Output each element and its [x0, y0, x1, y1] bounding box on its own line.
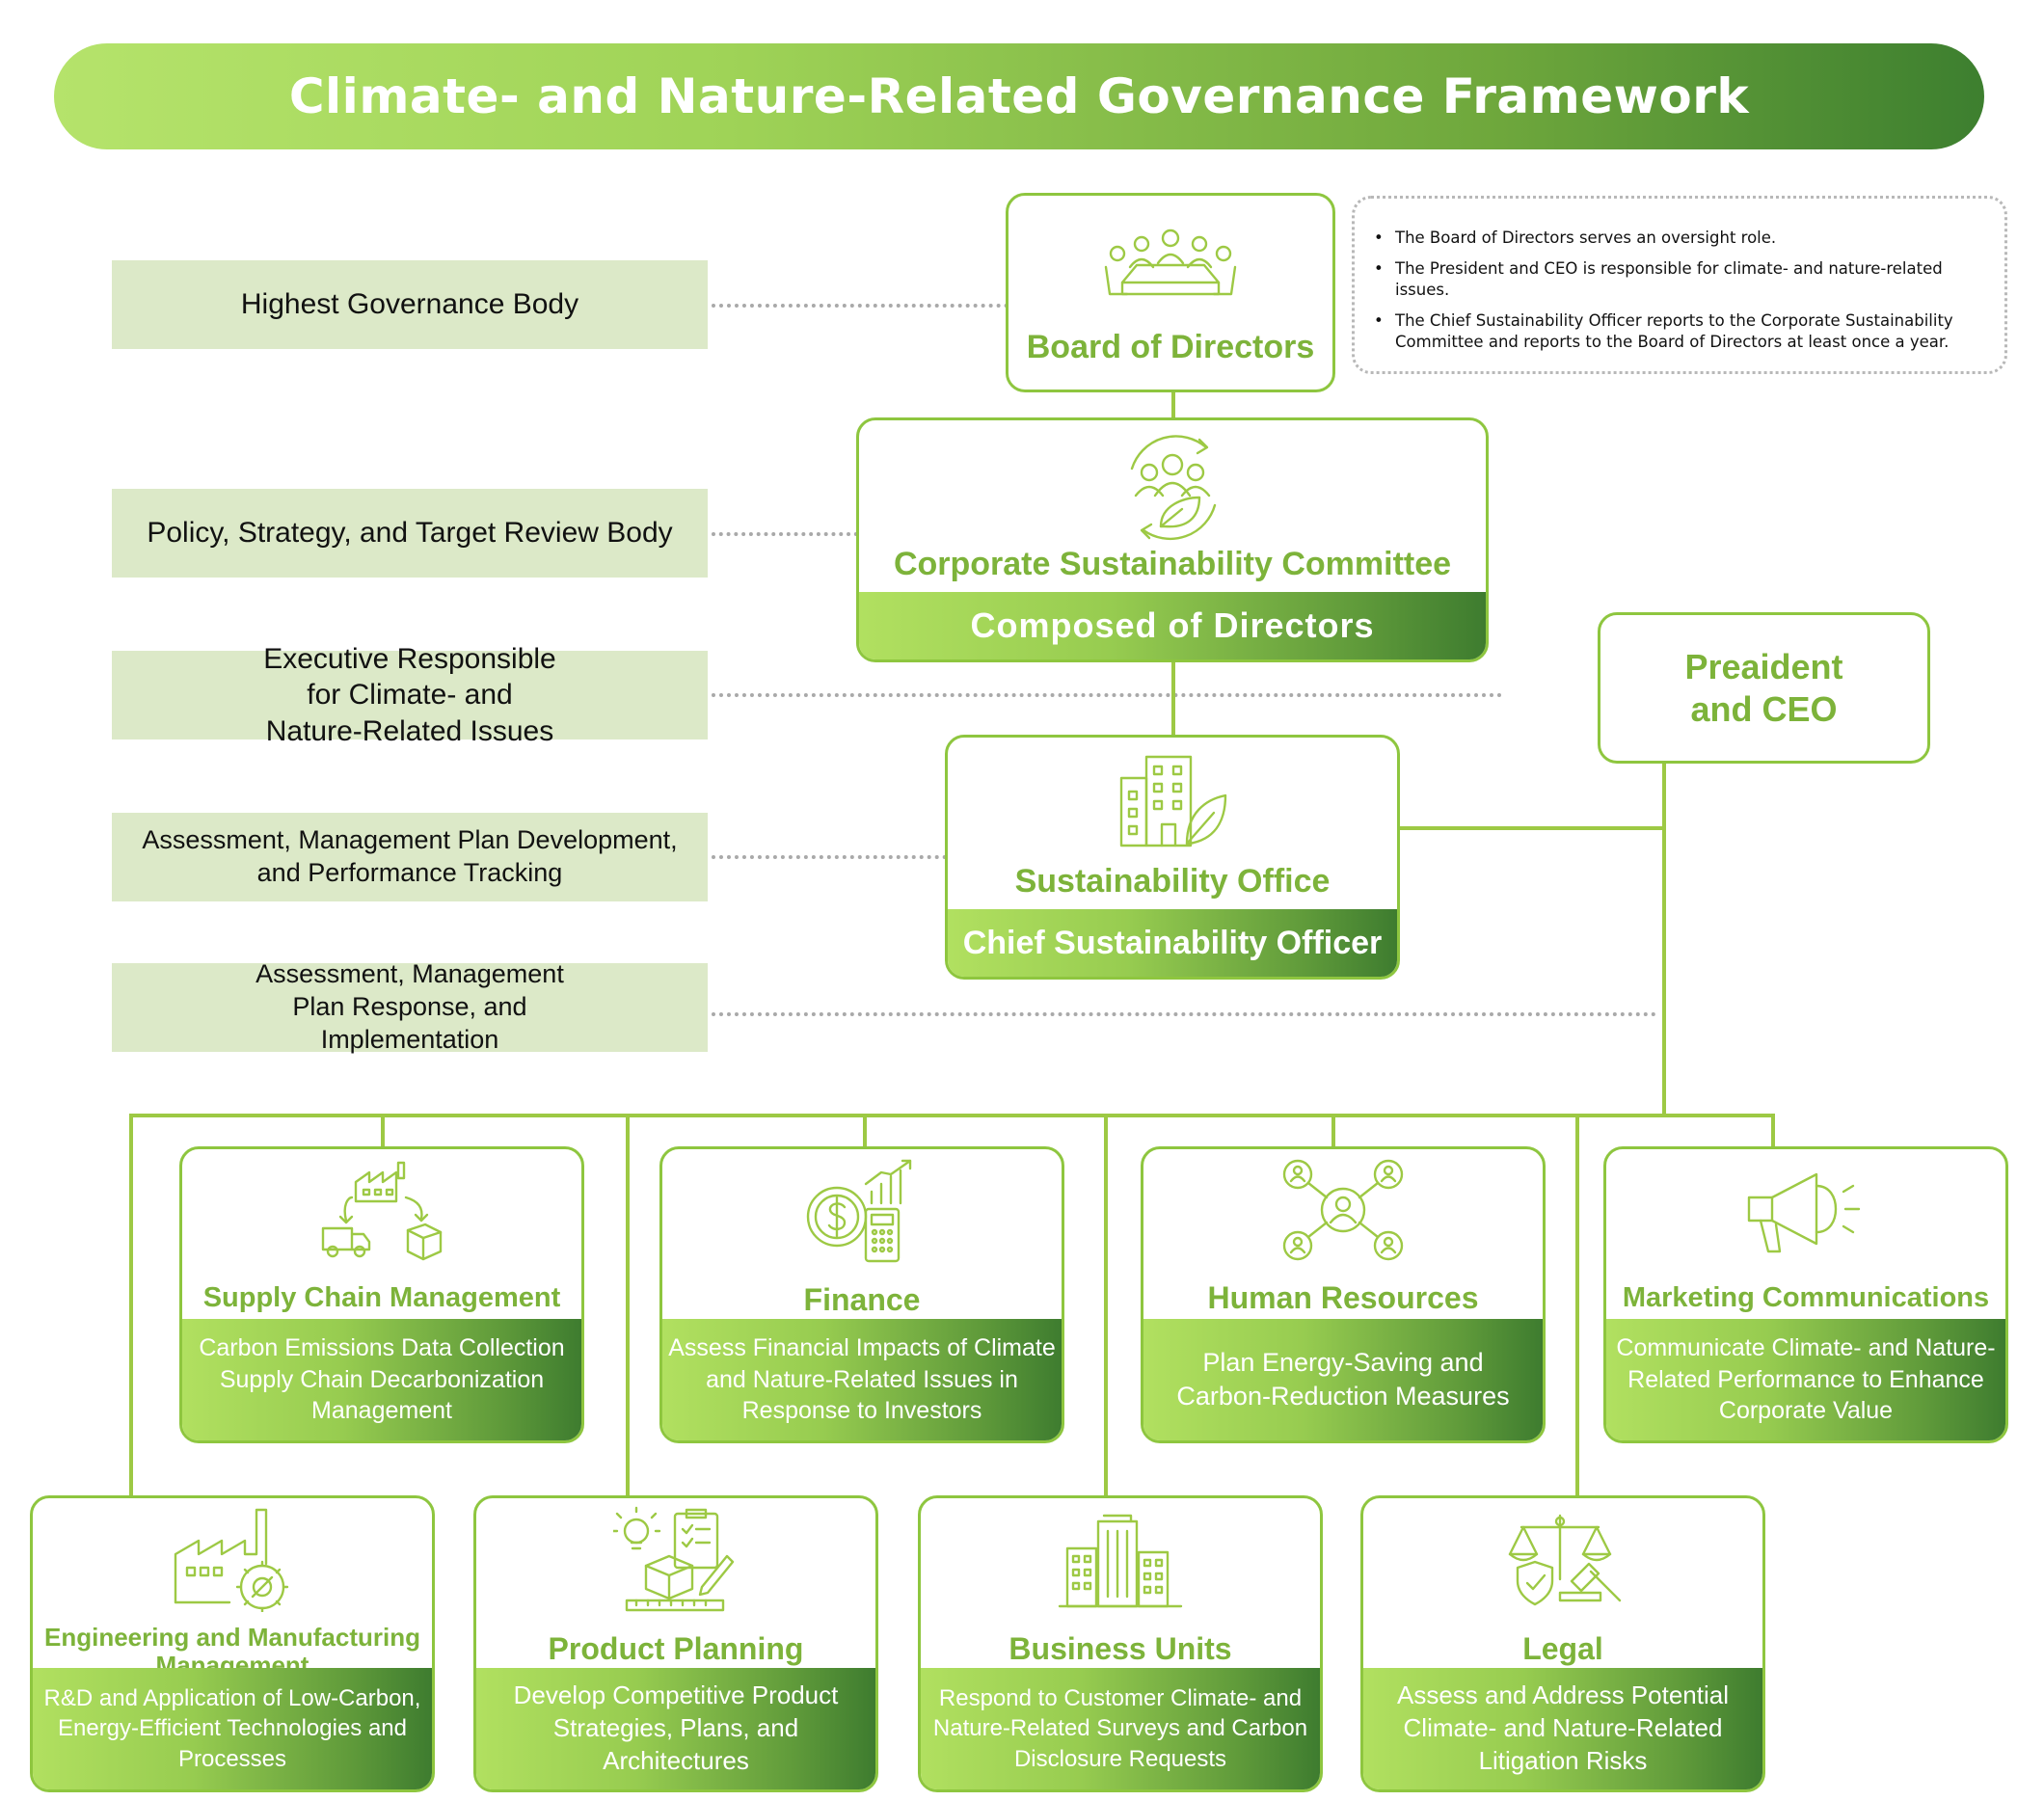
sustainability-office-box: Sustainability Office Chief Sustainabili… [945, 735, 1400, 980]
connector-drop [129, 1114, 133, 1499]
dept-title: Supply Chain Management [202, 1282, 561, 1313]
connector-drop [1771, 1114, 1775, 1150]
dept-title: Finance [803, 1282, 921, 1317]
level-label-policy-review: Policy, Strategy, and Target Review Body [112, 489, 708, 578]
idea-box-checklist-icon [476, 1506, 875, 1612]
megaphone-icon [1606, 1169, 2005, 1255]
people-leaf-cycle-icon [859, 430, 1486, 544]
coin-calculator-chart-icon [662, 1155, 1062, 1267]
leader-line [712, 693, 1502, 697]
leader-line [712, 304, 1009, 308]
connector-drop [626, 1114, 630, 1499]
building-leaf-icon [948, 753, 1397, 849]
board-title: Board of Directors [1026, 329, 1315, 365]
page-title: Climate- and Nature-Related Governance F… [288, 68, 1750, 124]
notes-box: The Board of Directors serves an oversig… [1352, 196, 2007, 374]
dept-desc: R&D and Application of Low-Carbon, Energ… [33, 1668, 432, 1789]
connector-departments-bus [129, 1114, 1774, 1117]
level-label-assessment-tracking: Assessment, Management Plan Development,… [112, 813, 708, 901]
connector-drop [863, 1114, 867, 1150]
note-item: The Board of Directors serves an oversig… [1372, 228, 1989, 249]
level-label-executive: Executive Responsible for Climate- and N… [112, 643, 708, 747]
dept-box-finance: Finance Assess Financial Impacts of Clim… [659, 1146, 1064, 1443]
ceo-title: Preaident and CEO [1684, 647, 1843, 729]
leader-line [712, 1012, 1656, 1016]
connector-office-ceo [1400, 826, 1664, 830]
sustainability-committee-box: Corporate Sustainability Committee Compo… [856, 417, 1489, 662]
meeting-table-icon [1009, 225, 1332, 311]
dept-box-business-units: Business Units Respond to Customer Clima… [918, 1495, 1323, 1792]
level-label-highest-governance: Highest Governance Body [112, 260, 708, 349]
connector-board-committee [1171, 390, 1175, 419]
connector-drop [1575, 1114, 1579, 1499]
committee-band: Composed of Directors [859, 592, 1486, 659]
dept-box-marketing: Marketing Communications Communicate Cli… [1603, 1146, 2008, 1443]
connector-ceo-trunk [1662, 764, 1666, 1117]
board-of-directors-box: Board of Directors [1006, 193, 1335, 392]
dept-title: Engineering and Manufacturing Management [43, 1623, 420, 1680]
dept-desc: Respond to Customer Climate- and Nature-… [921, 1668, 1320, 1789]
dept-box-product-planning: Product Planning Develop Competitive Pro… [473, 1495, 878, 1792]
office-title: Sustainability Office [1014, 863, 1331, 900]
people-network-icon [1143, 1157, 1543, 1263]
dept-desc: Assess Financial Impacts of Climate and … [662, 1319, 1062, 1440]
note-item: The President and CEO is responsible for… [1372, 258, 1989, 300]
note-item: The Chief Sustainability Officer reports… [1372, 310, 1989, 352]
dept-desc: Communicate Climate- and Nature-Related … [1606, 1319, 2005, 1440]
dept-desc: Carbon Emissions Data Collection Supply … [182, 1319, 581, 1440]
dept-title: Business Units [1009, 1631, 1232, 1666]
dept-box-legal: Legal Assess and Address Potential Clima… [1360, 1495, 1765, 1792]
connector-drop [1104, 1114, 1108, 1499]
office-buildings-icon [921, 1514, 1320, 1610]
dept-title: Legal [1522, 1631, 1603, 1666]
dept-box-human-resources: Human Resources Plan Energy-Saving and C… [1141, 1146, 1546, 1443]
president-ceo-box: Preaident and CEO [1598, 612, 1930, 764]
dept-desc: Develop Competitive Product Strategies, … [476, 1668, 875, 1789]
leader-line [712, 855, 947, 859]
connector-committee-office [1171, 660, 1175, 738]
title-banner: Climate- and Nature-Related Governance F… [54, 43, 1984, 149]
dept-box-engineering: Engineering and Manufacturing Management… [30, 1495, 435, 1792]
scales-gavel-icon [1363, 1512, 1762, 1612]
connector-drop [1331, 1114, 1335, 1150]
factory-gear-icon [33, 1506, 432, 1612]
factory-truck-box-icon [182, 1159, 581, 1265]
dept-desc: Plan Energy-Saving and Carbon-Reduction … [1143, 1319, 1543, 1440]
dept-desc: Assess and Address Potential Climate- an… [1363, 1668, 1762, 1789]
dept-box-supply-chain: Supply Chain Management Carbon Emissions… [179, 1146, 584, 1443]
dept-title: Marketing Communications [1622, 1282, 1990, 1313]
connector-drop [381, 1114, 385, 1150]
committee-title: Corporate Sustainability Committee [893, 546, 1452, 582]
leader-line [712, 532, 858, 536]
dept-title: Product Planning [548, 1631, 804, 1666]
dept-title: Human Resources [1207, 1280, 1479, 1315]
level-label-assessment-implementation: Assessment, Management Plan Response, an… [112, 959, 708, 1054]
office-band: Chief Sustainability Officer [948, 909, 1397, 977]
